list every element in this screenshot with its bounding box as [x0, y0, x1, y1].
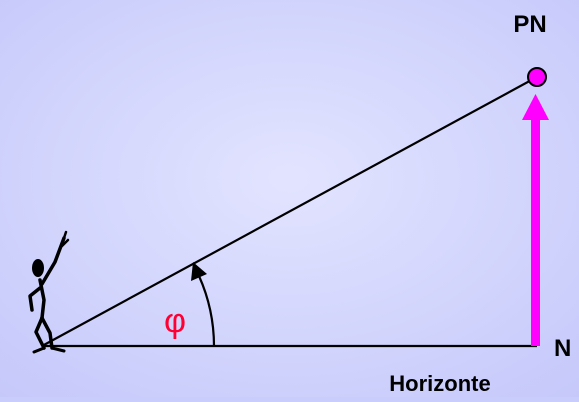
angle-arc	[191, 262, 216, 347]
pole-altitude-arrow	[522, 94, 549, 346]
angle-label: φ	[164, 302, 186, 340]
line-of-sight	[41, 76, 538, 347]
observer-stick-figure-icon	[28, 230, 70, 354]
celestial-pole-circle-icon	[527, 67, 547, 87]
north-label: N	[554, 335, 571, 362]
horizon-label: Horizonte	[389, 371, 490, 396]
pole-label: PN	[513, 11, 546, 38]
